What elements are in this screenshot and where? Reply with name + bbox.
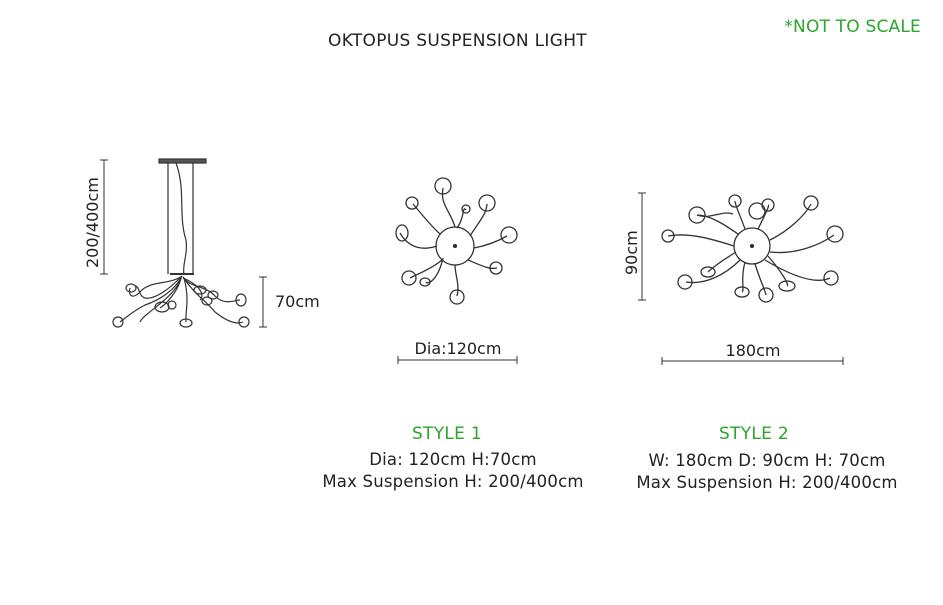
style1-spec-dimensions: Dia: 120cm H:70cm: [369, 450, 537, 469]
side-elevation-drawing: [100, 158, 267, 328]
suspension-height-label: 200/400cm: [83, 177, 102, 268]
style2-width-label: 180cm: [725, 341, 781, 360]
style1-plan-drawing: [395, 177, 518, 364]
style2-spec-suspension: Max Suspension H: 200/400cm: [636, 473, 898, 492]
style2-spec-dimensions: W: 180cm D: 90cm H: 70cm: [648, 451, 886, 470]
style2-heading: STYLE 2: [718, 424, 790, 444]
page-title: OKTOPUS SUSPENSION LIGHT: [328, 31, 587, 51]
fixture-height-label: 70cm: [275, 292, 320, 311]
style1-diameter-label: Dia:120cm: [414, 339, 502, 358]
style2-plan-drawing: [638, 192, 844, 365]
not-to-scale-note: *NOT TO SCALE: [784, 17, 921, 37]
style1-heading: STYLE 1: [411, 424, 483, 444]
style1-spec-suspension: Max Suspension H: 200/400cm: [322, 472, 584, 491]
style2-depth-label: 90cm: [622, 230, 641, 275]
